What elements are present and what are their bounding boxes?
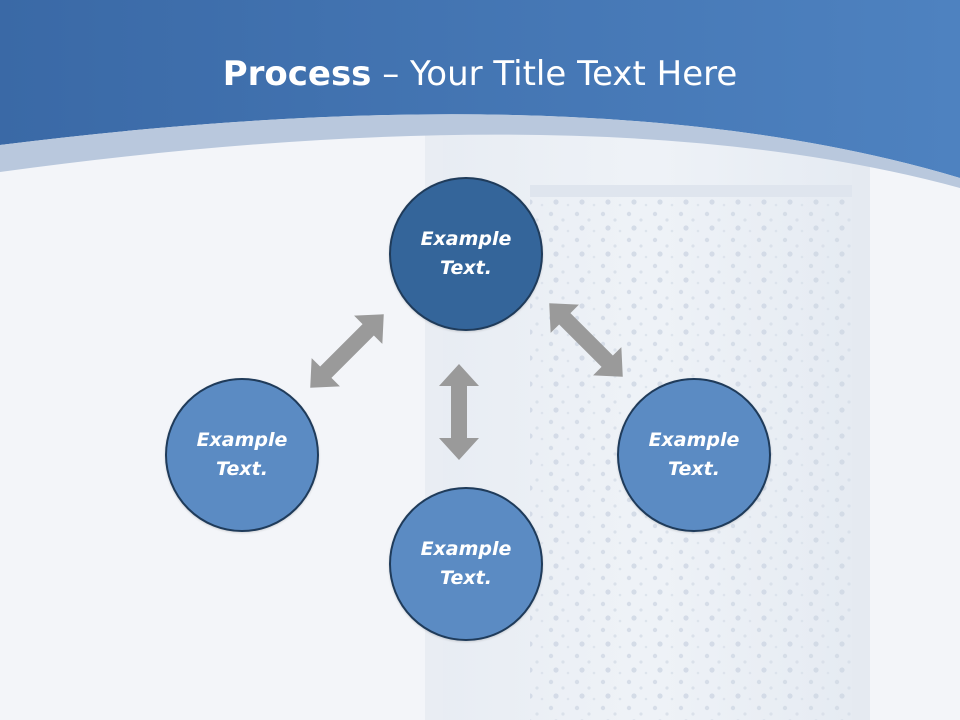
title-rest: – Your Title Text Here bbox=[371, 54, 738, 94]
node-top[interactable]: Example Text. bbox=[389, 177, 543, 331]
slide-title: Process – Your Title Text Here bbox=[0, 52, 960, 96]
node-bottom[interactable]: Example Text. bbox=[389, 487, 543, 641]
node-left[interactable]: Example Text. bbox=[165, 378, 319, 532]
title-bold: Process bbox=[222, 54, 372, 94]
node-right[interactable]: Example Text. bbox=[617, 378, 771, 532]
